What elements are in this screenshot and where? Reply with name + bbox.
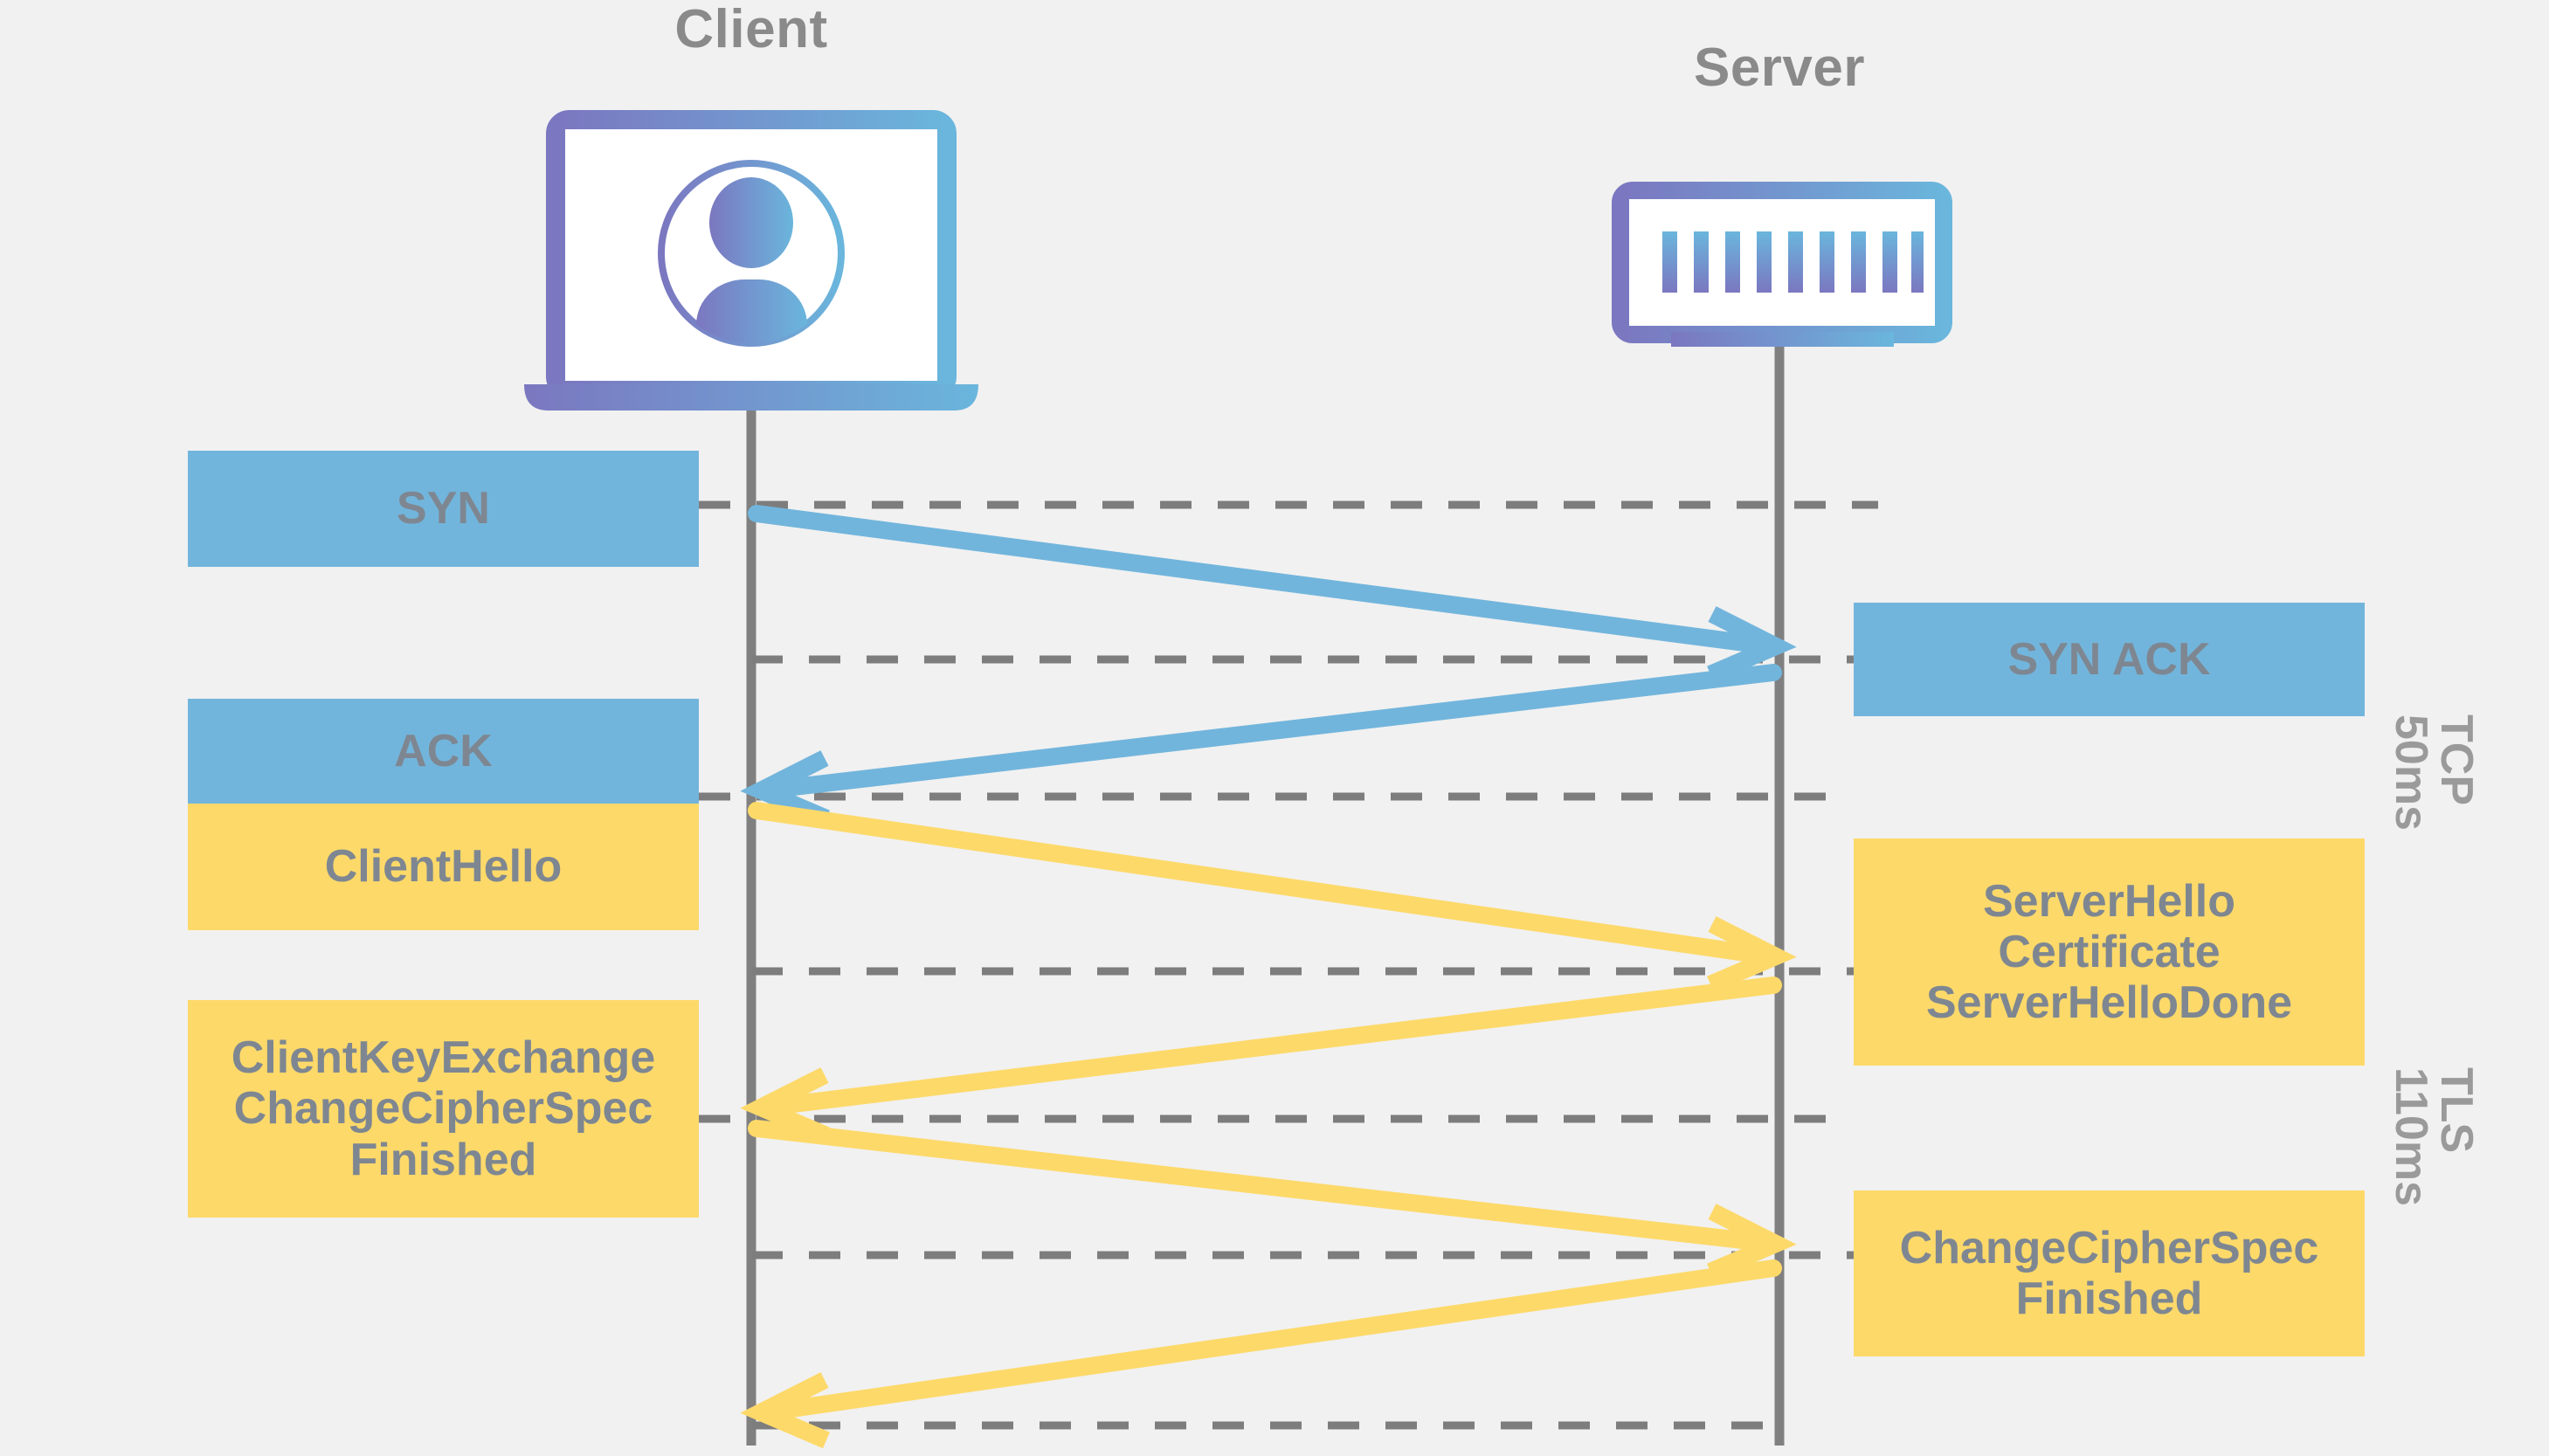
message-box-client-key-exchange[interactable]: ClientKeyExchange ChangeCipherSpec Finis… xyxy=(188,1000,699,1218)
message-label: SYN ACK xyxy=(2007,633,2211,685)
phase-protocol: TLS xyxy=(2431,1067,2482,1154)
message-label-line2: ChangeCipherSpec xyxy=(233,1083,653,1135)
phase-protocol: TCP xyxy=(2431,714,2482,805)
message-box-syn[interactable]: SYN xyxy=(188,451,699,567)
message-label-line3: ServerHelloDone xyxy=(1925,977,2293,1029)
syn-arrow xyxy=(748,505,1797,683)
client-hello-arrow xyxy=(748,802,1797,993)
message-box-server-hello[interactable]: ServerHello Certificate ServerHelloDone xyxy=(1854,838,2365,1066)
message-label-line1: ChangeCipherSpec xyxy=(1899,1222,2319,1273)
laptop-user-icon xyxy=(524,110,978,411)
dashed-guides xyxy=(699,500,1887,1430)
client-key-exchange-arrow xyxy=(748,1120,1797,1280)
phase-label-tcp: TCP 50ms xyxy=(2386,714,2482,831)
message-label-line1: ServerHello xyxy=(1982,875,2236,927)
message-label-line2: Certificate xyxy=(1998,926,2221,977)
message-label: ACK xyxy=(394,725,493,776)
client-title: Client xyxy=(674,0,828,59)
phase-label-tls: TLS 110ms xyxy=(2386,1067,2482,1207)
server-rack-icon xyxy=(1612,182,1952,347)
phase-latency: 50ms xyxy=(2386,714,2436,831)
message-label: ClientHello xyxy=(324,841,563,893)
message-label-line2: Finished xyxy=(2015,1273,2203,1324)
message-box-ack[interactable]: ACK xyxy=(188,699,699,804)
message-box-syn-ack[interactable]: SYN ACK xyxy=(1854,603,2365,716)
message-label-line3: Finished xyxy=(349,1134,537,1185)
phase-latency: 110ms xyxy=(2386,1067,2436,1207)
message-label: SYN xyxy=(397,483,490,535)
message-label-line1: ClientKeyExchange xyxy=(231,1032,656,1084)
change-cipher-spec-arrow xyxy=(740,1259,1782,1449)
message-box-change-cipher-spec[interactable]: ChangeCipherSpec Finished xyxy=(1854,1190,2365,1356)
message-box-client-hello[interactable]: ClientHello xyxy=(188,804,699,930)
server-title: Server xyxy=(1693,38,1866,98)
server-hello-arrow xyxy=(740,976,1782,1144)
